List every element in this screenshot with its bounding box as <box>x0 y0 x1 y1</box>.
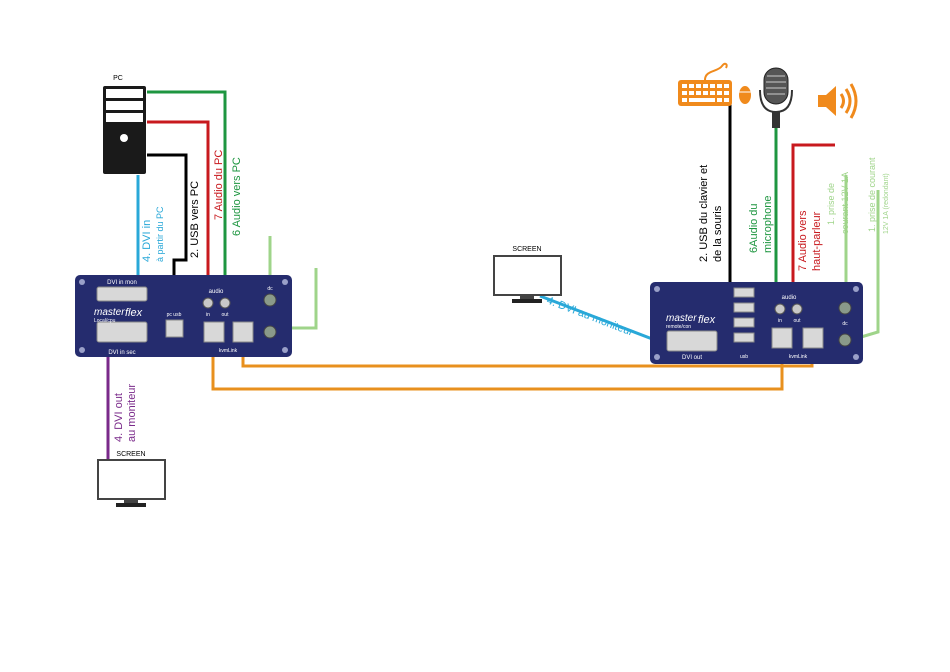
audio-hp-label: 7 Audio vers <box>797 210 809 271</box>
local-power-cable-2 <box>283 268 318 330</box>
remote-usb-label: usb <box>740 354 748 360</box>
remote-audio-in-jack <box>774 303 786 315</box>
usb-pc-label: 2. USB vers PC <box>189 181 201 258</box>
remote-dc-port-2 <box>838 333 852 347</box>
local-out-label: out <box>222 312 230 318</box>
kvmlink-port-1 <box>203 321 225 343</box>
microphone-icon <box>759 67 793 128</box>
dc-port-2 <box>263 325 277 339</box>
screen-mid-label: SCREEN <box>512 246 541 253</box>
remote-dvi-out-port <box>666 330 718 352</box>
audio-out-jack <box>219 297 231 309</box>
audio-du-pc-cable <box>147 120 210 300</box>
prise-1-label: 1. prise de <box>826 183 836 225</box>
remote-dvi-out-label: DVI out <box>682 355 702 361</box>
local-brand: master <box>94 307 125 318</box>
local-brand-script: flex <box>125 307 143 319</box>
prise-2-label-2: 12V 1A (redondant) <box>883 173 890 234</box>
usb-clavier-label: 2. USB du clavier et <box>698 165 710 262</box>
remote-brand: master <box>666 313 697 324</box>
mouse-icon <box>739 86 751 104</box>
audio-pc-label: 7 Audio du PC <box>213 150 225 220</box>
remote-brand-script: flex <box>698 314 716 326</box>
dvi-in-label-2: à partir du PC <box>155 206 165 262</box>
local-audio-label: audio <box>209 289 224 295</box>
remote-audio-label: audio <box>782 295 797 301</box>
dvi-in-mon-label: DVI in mon <box>107 280 137 286</box>
dvi-in-sec-label: DVI in sec <box>108 350 135 356</box>
remote-kvmlink-port-1 <box>771 327 793 349</box>
remote-dc-label: dc <box>842 321 848 327</box>
remote-model: remote/con <box>666 324 691 330</box>
usb-clavier-label-2: de la souris <box>712 205 724 262</box>
dvi-in-sec-port <box>96 321 148 343</box>
pc-usb-label: pc usb <box>167 312 182 318</box>
local-unit <box>75 275 292 357</box>
pc-usb-port <box>165 319 184 338</box>
remote-usb-port-4 <box>733 332 755 343</box>
audio-micro-label-2: microphone <box>762 196 774 253</box>
local-screen <box>97 459 166 507</box>
audio-vers-pc-cable <box>147 90 227 300</box>
local-kvmlink-label: kvmLink <box>219 348 238 354</box>
dvi-in-mon-port <box>96 286 148 302</box>
kvmlink-port-2 <box>232 321 254 343</box>
remote-kvmlink-label: kvmLink <box>789 354 808 360</box>
local-model: Local/cpu <box>94 318 116 324</box>
screen-local-label: SCREEN <box>116 451 145 458</box>
dvi-out-label: 4. DVI out <box>113 393 125 442</box>
pc-tower <box>103 86 146 174</box>
speaker-icon <box>818 83 858 119</box>
keyboard-icon <box>678 62 732 106</box>
remote-kvmlink-port-2 <box>802 327 824 349</box>
prise-1-label-2: courant 12V 1A <box>840 172 850 234</box>
local-in-label: in <box>206 312 210 318</box>
audio-hp-cable <box>791 143 835 300</box>
remote-unit <box>650 282 863 364</box>
audio-vers-pc-label: 6 Audio vers PC <box>231 157 243 236</box>
remote-usb-port-2 <box>733 302 755 313</box>
remote-in-label: in <box>778 318 782 324</box>
dvi-out-label-2: au moniteur <box>126 384 138 442</box>
remote-dc-port-1 <box>838 301 852 315</box>
dc-port-1 <box>263 293 277 307</box>
prise-2-label: 1. prise de courant <box>867 157 877 232</box>
remote-audio-out-jack <box>791 303 803 315</box>
audio-in-jack <box>202 297 214 309</box>
pc-label: PC <box>113 75 123 82</box>
mid-screen <box>493 255 562 303</box>
dvi-in-label: 4. DVI in <box>141 220 153 262</box>
power-button-icon <box>120 134 128 142</box>
dvi-moniteur-cable <box>539 294 669 347</box>
remote-usb-port-3 <box>733 317 755 328</box>
remote-usb-port-1 <box>733 287 755 298</box>
dvi-moniteur-label: 4. DVI au moniteur <box>545 295 635 339</box>
audio-micro-label: 6Audio du <box>748 203 760 253</box>
remote-out-label: out <box>794 318 802 324</box>
local-dc-label: dc <box>267 286 273 292</box>
audio-hp-label-2: haut-parleur <box>811 211 823 271</box>
